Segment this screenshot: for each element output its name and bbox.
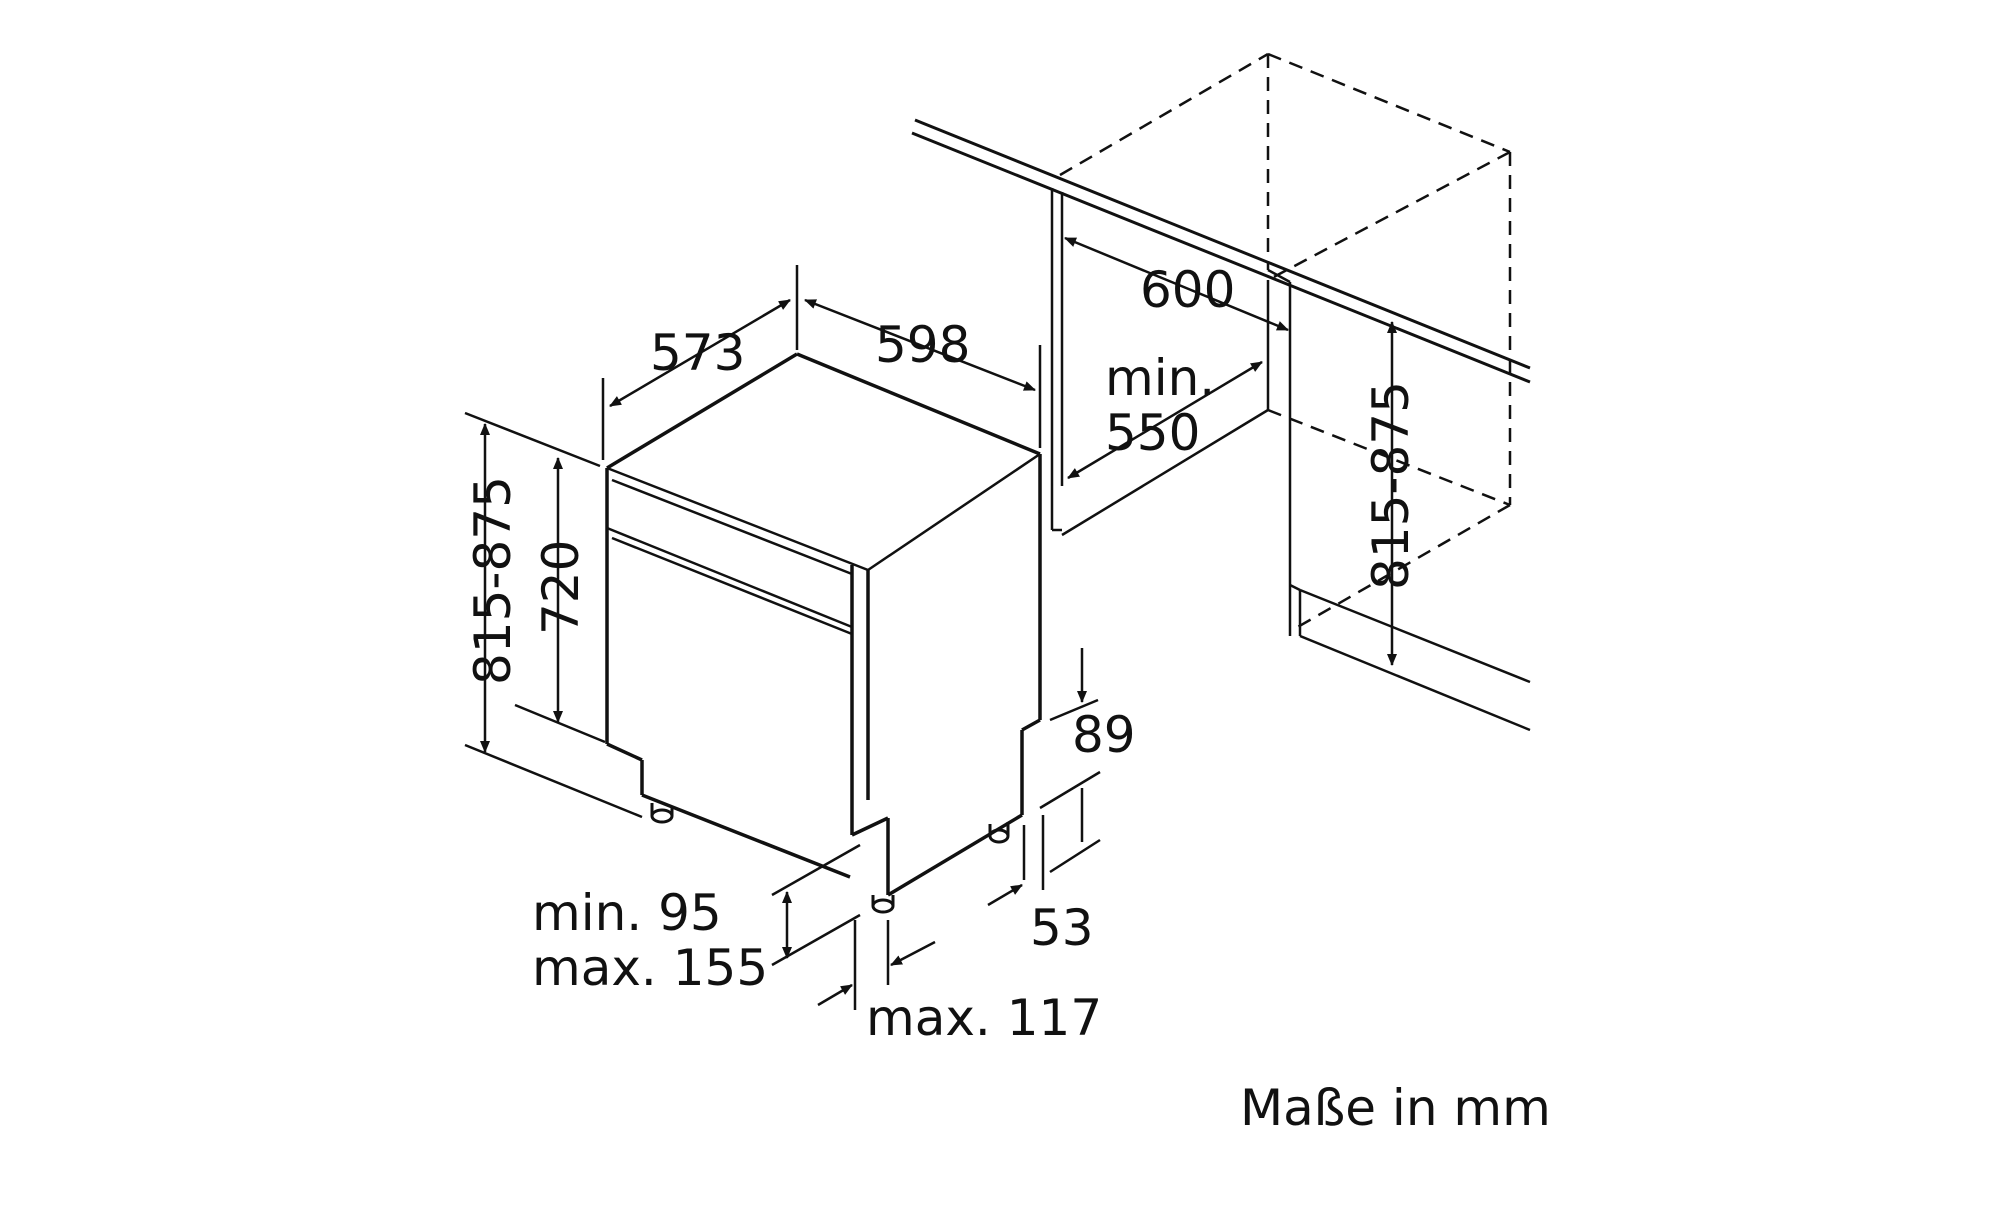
label-width: 598 — [875, 316, 970, 374]
label-appliance-height: 815-875 — [464, 476, 522, 685]
foot-front-right — [871, 898, 895, 914]
label-feet-min: min. 95 — [532, 884, 722, 942]
niche-right-wall — [1267, 268, 1531, 732]
label-depth: 573 — [650, 324, 745, 382]
dimension-labels: 573 598 600 min. 550 815-875 815-875 720… — [464, 261, 1551, 1137]
label-niche-height: 815-875 — [1362, 381, 1420, 590]
countertop — [911, 118, 1531, 384]
plinth-setback-dimension-line — [987, 883, 1023, 907]
installation-niche — [911, 52, 1531, 732]
dishwasher-side — [866, 454, 1042, 897]
niche-dashed-outline — [1059, 52, 1512, 630]
label-niche-depth-prefix: min. — [1105, 349, 1215, 407]
dishwasher-feet — [650, 803, 1010, 914]
label-feet-max: max. 155 — [532, 939, 768, 997]
label-plinth-height: 89 — [1072, 706, 1136, 764]
feet-offset-dimension-line — [817, 983, 853, 1007]
control-panel — [606, 452, 1041, 636]
label-door-height: 720 — [532, 540, 590, 635]
dishwasher — [605, 352, 1042, 914]
units-note: Maße in mm — [1240, 1079, 1551, 1137]
label-niche-width: 600 — [1140, 261, 1235, 319]
label-feet-offset: max. 117 — [866, 989, 1102, 1047]
width-dimension-line — [804, 298, 1036, 392]
label-niche-depth-value: 550 — [1105, 404, 1200, 462]
foot-rear-right — [988, 828, 1010, 844]
depth-dimension-line — [609, 298, 791, 408]
niche-width-dimension — [1064, 236, 1289, 332]
foot-front-left — [650, 808, 674, 824]
label-plinth-setback: 53 — [1030, 899, 1094, 957]
niche-depth-dimension — [1067, 360, 1263, 480]
dimension-lines — [464, 265, 1101, 1010]
